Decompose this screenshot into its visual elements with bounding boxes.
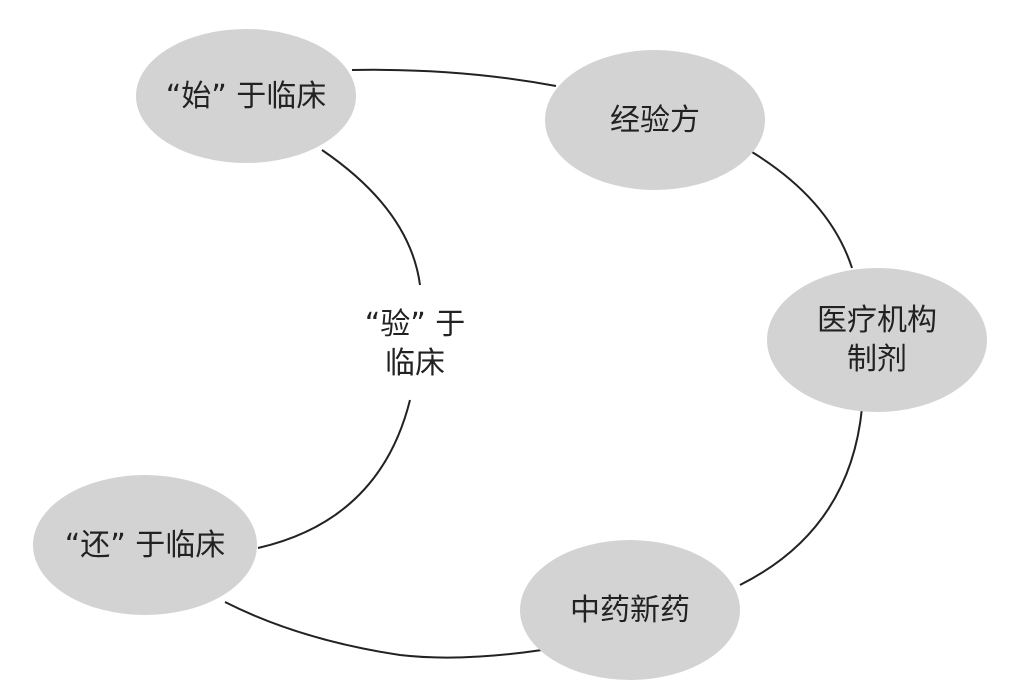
edge-start-experience (351, 68, 557, 87)
node-return-shape (33, 475, 257, 615)
node-return-label: “还” 于临床 (64, 527, 226, 563)
node-return: “还” 于临床 (33, 475, 257, 615)
node-start: “始” 于临床 (136, 29, 356, 163)
node-start-label: “始” 于临床 (165, 78, 327, 114)
node-institution-shape (767, 268, 987, 412)
node-experience: 经验方 (545, 50, 765, 190)
node-experience-label: 经验方 (610, 102, 700, 138)
node-institution-label-2: 制剂 (847, 342, 907, 377)
node-experience-shape (545, 50, 765, 190)
node-institution: 医疗机构制剂 (767, 268, 987, 412)
node-institution-label-1: 医疗机构 (817, 303, 937, 338)
edge-start-center (321, 149, 421, 286)
center-label-line1: “验” 于 (364, 307, 466, 342)
edge-experience-institution (751, 151, 853, 269)
center-label-line2: 临床 (385, 346, 445, 381)
edge-newdrug-return (224, 601, 543, 659)
center-label: “验” 于临床 (350, 305, 480, 383)
node-new-drug-label: 中药新药 (570, 592, 690, 628)
node-start-shape (136, 29, 356, 163)
edge-institution-newdrug (739, 407, 863, 586)
node-newdrug-shape (520, 540, 740, 680)
node-new-drug: 中药新药 (520, 540, 740, 680)
edge-center-return (257, 399, 411, 549)
